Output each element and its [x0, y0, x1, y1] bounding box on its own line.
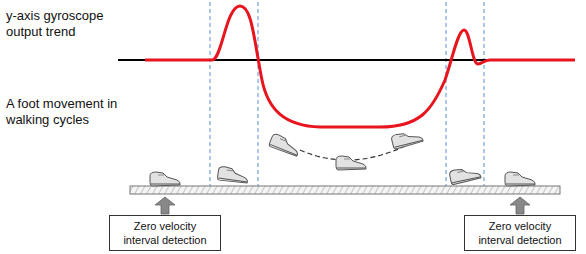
detection-box: Zero velocity interval detection [464, 215, 576, 251]
shoes [150, 129, 535, 186]
box-text: Zero velocity interval detection [116, 219, 214, 247]
detection-box: Zero velocity interval detection [109, 215, 221, 251]
axis-label: A foot movement in walking cycles [6, 96, 118, 128]
trajectory [300, 146, 405, 160]
floor [130, 186, 560, 194]
gyro-curve [145, 6, 575, 127]
box-text: Zero velocity interval detection [471, 219, 569, 247]
axis-label: y-axis gyroscope output trend [6, 8, 118, 40]
interval-lines [210, 2, 484, 186]
up-arrows [155, 197, 530, 214]
